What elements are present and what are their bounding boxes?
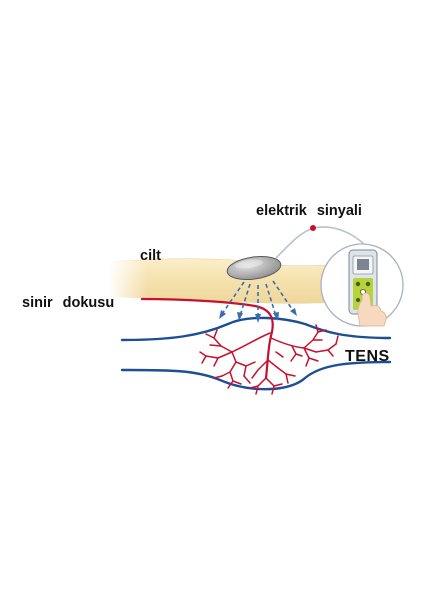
signal-dot	[310, 225, 316, 231]
nerve-fibers	[140, 297, 339, 395]
electric-signal-label: elektrik sinyali	[256, 203, 362, 219]
nerve-tissue-label: sinir dokusu	[22, 295, 115, 311]
tissue-lower-line	[120, 360, 392, 391]
skin-label: cilt	[140, 248, 161, 264]
tens-label: TENS	[345, 348, 390, 365]
hand-icon	[357, 292, 387, 327]
signal-arrowheads	[219, 308, 297, 323]
electrode-pad-icon	[226, 255, 282, 281]
nerve-main-fiber	[140, 297, 274, 380]
skin-layer	[108, 254, 361, 304]
tissue-boundary	[120, 316, 392, 391]
signal-pulses	[221, 280, 295, 318]
tissue-upper-line	[120, 316, 392, 342]
